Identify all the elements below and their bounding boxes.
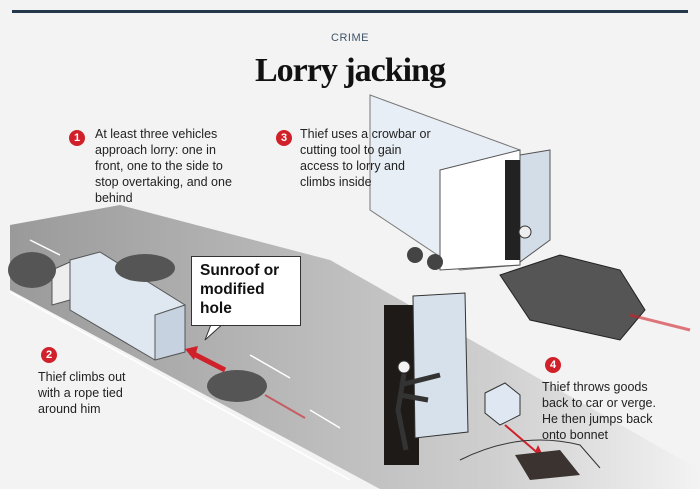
- sunroof-callout: Sunroof or modified hole: [191, 256, 301, 326]
- open-door-scene: [384, 292, 601, 480]
- lorry-on-road: [51, 251, 186, 361]
- step-1-badge: 1: [69, 130, 85, 146]
- car-at-lorry: [499, 254, 691, 341]
- step-4-text: Thief throws goods back to car or verge.…: [542, 380, 656, 442]
- step-2-text: Thief climbs out with a rope tied around…: [38, 370, 126, 416]
- car-behind: [185, 346, 306, 419]
- step-3-text: Thief uses a crowbar or cutting tool to …: [300, 127, 431, 189]
- car-side: [115, 254, 175, 282]
- step-2-badge: 2: [41, 347, 57, 363]
- step-1-text: At least three vehicles approach lorry: …: [95, 127, 232, 205]
- step-3-badge: 3: [276, 130, 292, 146]
- top-rule: [12, 10, 688, 13]
- car-front: [8, 252, 56, 288]
- road: [9, 205, 700, 489]
- page-title: Lorry jacking: [254, 52, 446, 89]
- section-kicker: CRIME: [331, 32, 369, 44]
- lorry-rear-open: [369, 94, 551, 271]
- step-4-badge: 4: [545, 357, 561, 373]
